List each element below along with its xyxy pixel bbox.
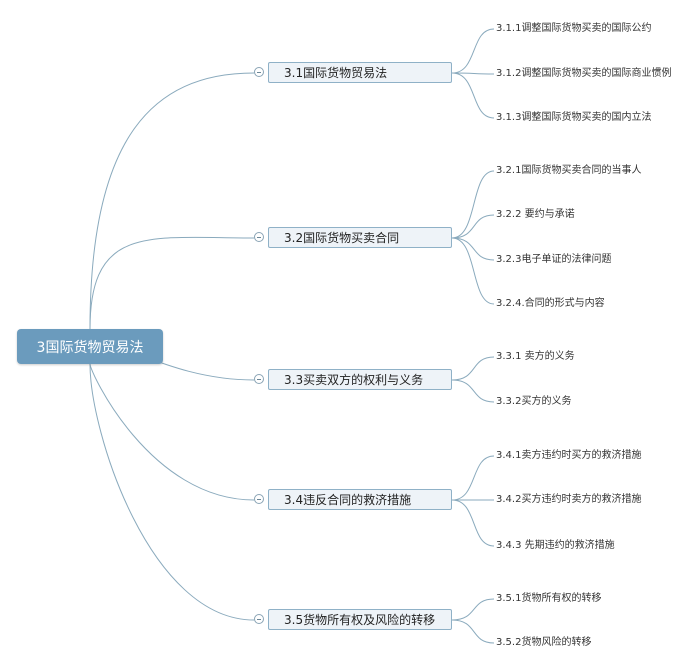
branch-leaf-connector: [451, 170, 495, 239]
branch-label: 3.2国际货物买卖合同: [284, 231, 400, 245]
leaf-node[interactable]: 3.2.3电子单证的法律问题: [496, 254, 612, 265]
leaf-node[interactable]: 3.4.3 先期违约的救济措施: [496, 540, 615, 551]
branch-leaf-connector: [451, 214, 495, 239]
root-branch-connector: [89, 363, 255, 501]
leaf-node[interactable]: 3.4.1卖方违约时买方的救济措施: [496, 450, 642, 461]
collapse-icon[interactable]: [254, 67, 264, 77]
branch-label: 3.5货物所有权及风险的转移: [284, 613, 436, 627]
leaf-node[interactable]: 3.2.4.合同的形式与内容: [496, 298, 605, 309]
branch-node-3-5[interactable]: 3.5货物所有权及风险的转移: [268, 609, 452, 630]
leaf-node[interactable]: 3.2.1国际货物买卖合同的当事人: [496, 165, 642, 176]
root-branch-connector: [89, 363, 255, 621]
leaf-node[interactable]: 3.5.2货物风险的转移: [496, 637, 592, 648]
branch-label: 3.4违反合同的救济措施: [284, 493, 412, 507]
root-branch-connector: [89, 72, 255, 330]
root-branch-connector: [89, 236, 255, 330]
branch-leaf-connector: [451, 72, 495, 119]
branch-node-3-2[interactable]: 3.2国际货物买卖合同: [268, 227, 452, 248]
leaf-node[interactable]: 3.1.3调整国际货物买卖的国内立法: [496, 112, 652, 123]
branch-node-3-4[interactable]: 3.4违反合同的救济措施: [268, 489, 452, 510]
root-node[interactable]: 3国际货物贸易法: [17, 329, 163, 364]
leaf-node[interactable]: 3.3.2买方的义务: [496, 396, 572, 407]
collapse-icon[interactable]: [254, 614, 264, 624]
branch-node-3-3[interactable]: 3.3买卖双方的权利与义务: [268, 369, 452, 390]
branch-leaf-connector: [451, 356, 495, 381]
branch-leaf-connector: [451, 499, 495, 547]
branch-leaf-connector: [451, 237, 495, 261]
collapse-icon[interactable]: [254, 374, 264, 384]
leaf-node[interactable]: 3.2.2 要约与承诺: [496, 209, 575, 220]
branch-label: 3.1国际货物贸易法: [284, 66, 388, 80]
leaf-node[interactable]: 3.1.2调整国际货物买卖的国际商业惯例: [496, 68, 672, 79]
branch-leaf-connector: [451, 72, 495, 75]
leaf-node[interactable]: 3.4.2买方违约时卖方的救济措施: [496, 494, 642, 505]
collapse-icon[interactable]: [254, 494, 264, 504]
branch-label: 3.3买卖双方的权利与义务: [284, 373, 424, 387]
branch-leaf-connector: [451, 455, 495, 501]
leaf-node[interactable]: 3.5.1货物所有权的转移: [496, 593, 602, 604]
branch-leaf-connector: [451, 598, 495, 621]
branch-node-3-1[interactable]: 3.1国际货物贸易法: [268, 62, 452, 83]
branch-leaf-connector: [451, 619, 495, 644]
leaf-node[interactable]: 3.1.1调整国际货物买卖的国际公约: [496, 23, 652, 34]
branch-leaf-connector: [451, 237, 495, 305]
leaf-node[interactable]: 3.3.1 卖方的义务: [496, 351, 575, 362]
branch-leaf-connector: [451, 379, 495, 403]
root-label: 3国际货物贸易法: [36, 339, 144, 356]
branch-leaf-connector: [451, 28, 495, 74]
collapse-icon[interactable]: [254, 232, 264, 242]
